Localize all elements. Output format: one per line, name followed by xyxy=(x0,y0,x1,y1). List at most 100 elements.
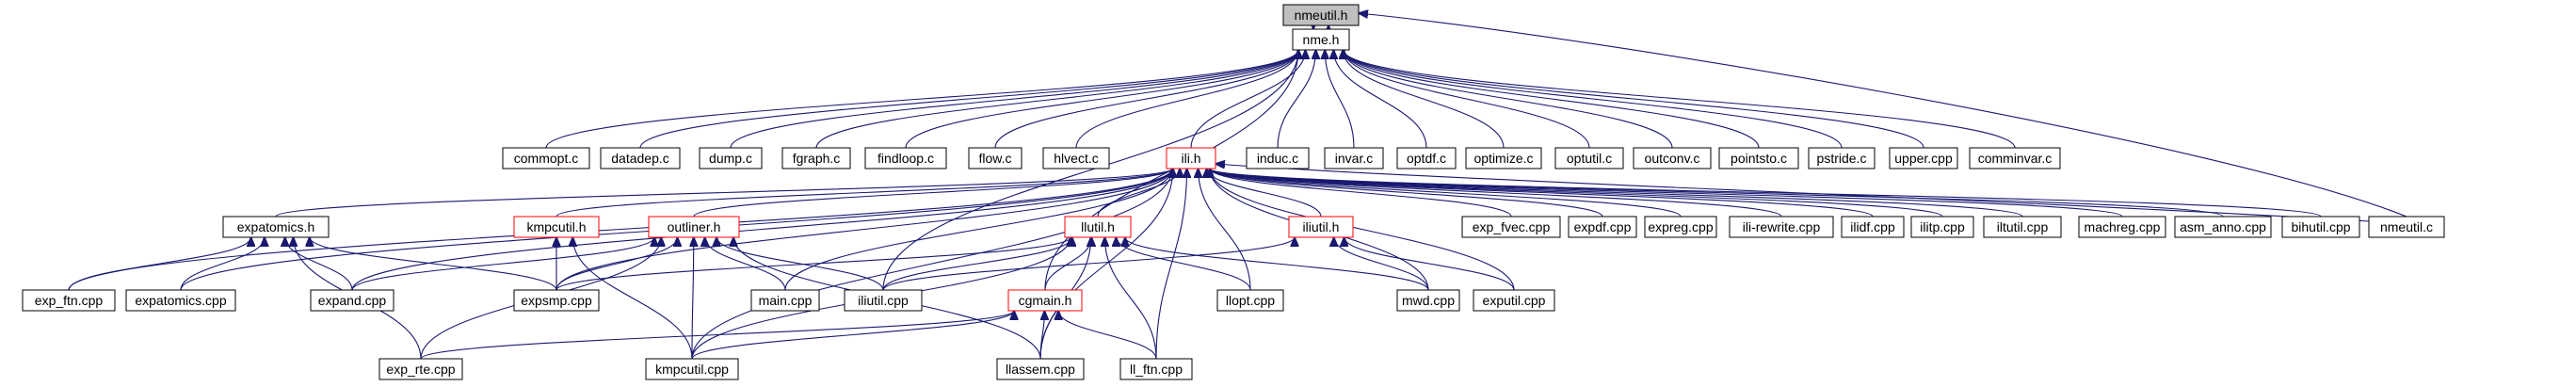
node-box[interactable] xyxy=(378,358,463,380)
node-box[interactable] xyxy=(1568,216,1637,238)
node-box[interactable] xyxy=(699,147,763,169)
node-box[interactable] xyxy=(1910,216,1974,238)
node-outliner-h[interactable]: outliner.h xyxy=(648,216,740,238)
node-main-cpp[interactable]: main.cpp xyxy=(750,289,820,312)
node-exputil-cpp[interactable]: exputil.cpp xyxy=(1473,289,1555,312)
node-box[interactable] xyxy=(1554,147,1624,169)
node-ilitp-cpp[interactable]: ilitp.cpp xyxy=(1910,216,1974,238)
node-datadep-c[interactable]: datadep.c xyxy=(600,147,681,169)
node-box[interactable] xyxy=(648,216,740,238)
node-optutil-c[interactable]: optutil.c xyxy=(1554,147,1624,169)
node-nme-h[interactable]: nme.h xyxy=(1292,28,1350,51)
node-box[interactable] xyxy=(996,358,1085,380)
node-box[interactable] xyxy=(750,289,820,312)
node-box[interactable] xyxy=(1246,147,1310,169)
node-box[interactable] xyxy=(310,289,394,312)
node-box[interactable] xyxy=(1396,289,1460,312)
node-expreg-cpp[interactable]: expreg.cpp xyxy=(1644,216,1717,238)
node-expsmp-cpp[interactable]: expsmp.cpp xyxy=(513,289,600,312)
node-box[interactable] xyxy=(1889,147,1958,169)
node-box[interactable] xyxy=(125,289,236,312)
node-box[interactable] xyxy=(1718,147,1799,169)
node-optdf-c[interactable]: optdf.c xyxy=(1396,147,1457,169)
node-mwd-cpp[interactable]: mwd.cpp xyxy=(1396,289,1460,312)
node-findloop-c[interactable]: findloop.c xyxy=(864,147,947,169)
node-fgraph-c[interactable]: fgraph.c xyxy=(781,147,851,169)
node-exp-rte-cpp[interactable]: exp_rte.cpp xyxy=(378,358,463,380)
node-box[interactable] xyxy=(1042,147,1110,169)
node-box[interactable] xyxy=(1282,4,1360,26)
node-box[interactable] xyxy=(2368,216,2445,238)
node-kmpcutil-cpp[interactable]: kmpcutil.cpp xyxy=(645,358,739,380)
node-cgmain-h[interactable]: cgmain.h xyxy=(1007,289,1083,312)
node-ili-h[interactable]: ili.h xyxy=(1166,147,1216,169)
node-pointsto-c[interactable]: pointsto.c xyxy=(1718,147,1799,169)
node-box[interactable] xyxy=(1324,147,1384,169)
node-expatomics-cpp[interactable]: expatomics.cpp xyxy=(125,289,236,312)
node-box[interactable] xyxy=(864,147,947,169)
node-box[interactable] xyxy=(1461,216,1561,238)
node-llopt-cpp[interactable]: llopt.cpp xyxy=(1216,289,1284,312)
node-comminvar-c[interactable]: comminvar.c xyxy=(1969,147,2061,169)
node-llassem-cpp[interactable]: llassem.cpp xyxy=(996,358,1085,380)
node-flow-c[interactable]: flow.c xyxy=(968,147,1022,169)
node-box[interactable] xyxy=(1633,147,1712,169)
node-box[interactable] xyxy=(781,147,851,169)
node-box[interactable] xyxy=(1064,216,1132,238)
node-induc-c[interactable]: induc.c xyxy=(1246,147,1310,169)
node-box[interactable] xyxy=(1465,147,1542,169)
node-expdf-cpp[interactable]: expdf.cpp xyxy=(1568,216,1637,238)
node-box[interactable] xyxy=(1969,147,2061,169)
node-asm-anno-cpp[interactable]: asm_anno.cpp xyxy=(2174,216,2272,238)
node-box[interactable] xyxy=(502,147,590,169)
node-box[interactable] xyxy=(600,147,681,169)
node-ili-rewrite-cpp[interactable]: ili-rewrite.cpp xyxy=(1729,216,1834,238)
node-outconv-c[interactable]: outconv.c xyxy=(1633,147,1712,169)
node-dump-c[interactable]: dump.c xyxy=(699,147,763,169)
node-box[interactable] xyxy=(22,289,116,312)
node-expatomics-h[interactable]: expatomics.h xyxy=(222,216,330,238)
node-llutil-h[interactable]: llutil.h xyxy=(1064,216,1132,238)
node-exp-ftn-cpp[interactable]: exp_ftn.cpp xyxy=(22,289,116,312)
node-iliutil-h[interactable]: iliutil.h xyxy=(1288,216,1354,238)
node-box[interactable] xyxy=(1808,147,1876,169)
node-box[interactable] xyxy=(1166,147,1216,169)
node-box[interactable] xyxy=(1841,216,1905,238)
node-box[interactable] xyxy=(1983,216,2062,238)
node-box[interactable] xyxy=(968,147,1022,169)
node-upper-cpp[interactable]: upper.cpp xyxy=(1889,147,1958,169)
node-iltutil-cpp[interactable]: iltutil.cpp xyxy=(1983,216,2062,238)
node-box[interactable] xyxy=(2174,216,2272,238)
node-nmeutil-h[interactable]: nmeutil.h xyxy=(1282,4,1360,26)
node-box[interactable] xyxy=(222,216,330,238)
node-ilidf-cpp[interactable]: ilidf.cpp xyxy=(1841,216,1905,238)
node-invar-c[interactable]: invar.c xyxy=(1324,147,1384,169)
node-box[interactable] xyxy=(844,289,923,312)
node-box[interactable] xyxy=(1216,289,1284,312)
node-box[interactable] xyxy=(2078,216,2166,238)
node-expand-cpp[interactable]: expand.cpp xyxy=(310,289,394,312)
node-box[interactable] xyxy=(1288,216,1354,238)
node-machreg-cpp[interactable]: machreg.cpp xyxy=(2078,216,2166,238)
node-iliutil-cpp[interactable]: iliutil.cpp xyxy=(844,289,923,312)
node-box[interactable] xyxy=(513,289,600,312)
node-pstride-c[interactable]: pstride.c xyxy=(1808,147,1876,169)
node-box[interactable] xyxy=(1729,216,1834,238)
node-optimize-c[interactable]: optimize.c xyxy=(1465,147,1542,169)
node-box[interactable] xyxy=(1396,147,1457,169)
node-box[interactable] xyxy=(645,358,739,380)
node-box[interactable] xyxy=(1119,358,1193,380)
node-box[interactable] xyxy=(1644,216,1717,238)
node-ll-ftn-cpp[interactable]: ll_ftn.cpp xyxy=(1119,358,1193,380)
node-commopt-c[interactable]: commopt.c xyxy=(502,147,590,169)
node-box[interactable] xyxy=(513,216,600,238)
node-box[interactable] xyxy=(1292,28,1350,51)
node-box[interactable] xyxy=(1473,289,1555,312)
node-kmpcutil-h[interactable]: kmpcutil.h xyxy=(513,216,600,238)
node-box[interactable] xyxy=(2281,216,2360,238)
node-nmeutil-c[interactable]: nmeutil.c xyxy=(2368,216,2445,238)
node-exp-fvec-cpp[interactable]: exp_fvec.cpp xyxy=(1461,216,1561,238)
node-hlvect-c[interactable]: hlvect.c xyxy=(1042,147,1110,169)
node-box[interactable] xyxy=(1007,289,1083,312)
node-bihutil-cpp[interactable]: bihutil.cpp xyxy=(2281,216,2360,238)
